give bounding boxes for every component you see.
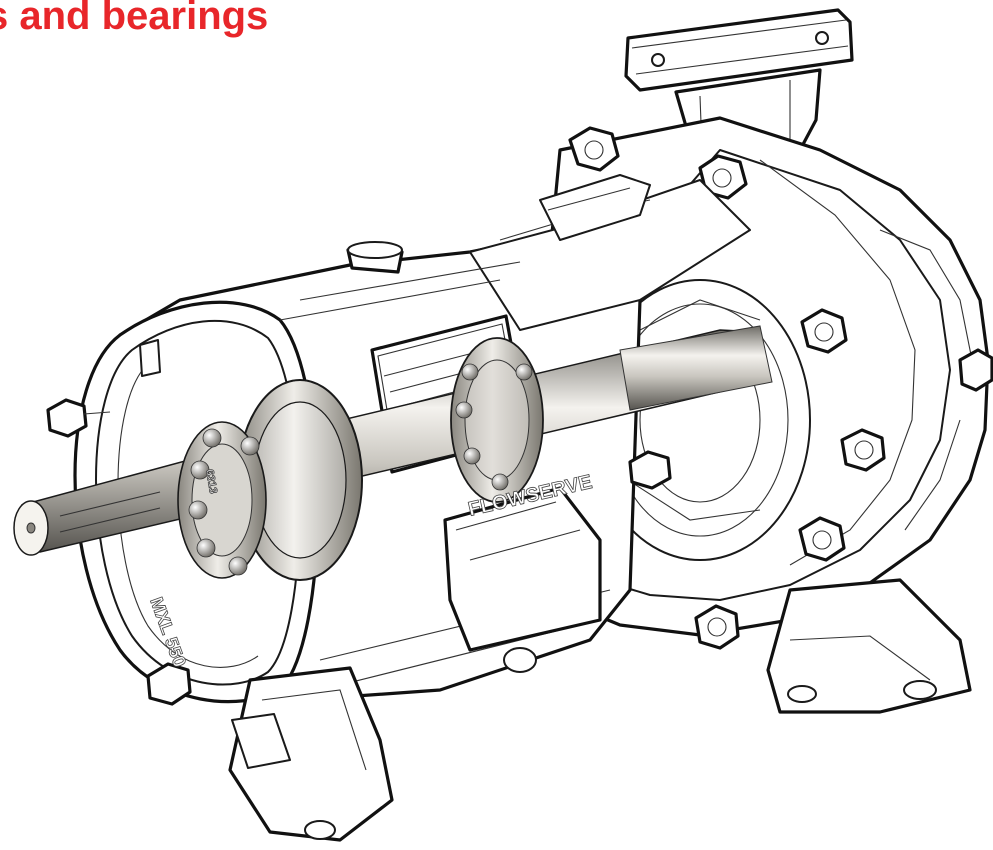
bolt-icon <box>46 398 111 438</box>
bolt-icon <box>628 450 672 490</box>
bolt-icon <box>800 308 848 354</box>
bolt-icon <box>958 348 993 392</box>
bearing-marking: 6313 <box>203 468 219 494</box>
bolt-icon <box>146 662 192 706</box>
section-heading: s and bearings <box>0 0 269 38</box>
bolt-icon <box>568 126 620 172</box>
frame-housing <box>443 486 602 673</box>
casing-foot <box>766 578 972 714</box>
frame-foot <box>228 666 394 842</box>
inboard-bearing <box>450 337 544 503</box>
bolt-icon <box>694 604 740 650</box>
bolt-icon <box>798 516 846 562</box>
bolt-icon <box>840 428 886 472</box>
casing-bolts <box>568 126 993 650</box>
end-cover-bolts <box>46 398 672 706</box>
oil-cap <box>346 241 404 274</box>
outboard-bearing <box>177 379 363 581</box>
